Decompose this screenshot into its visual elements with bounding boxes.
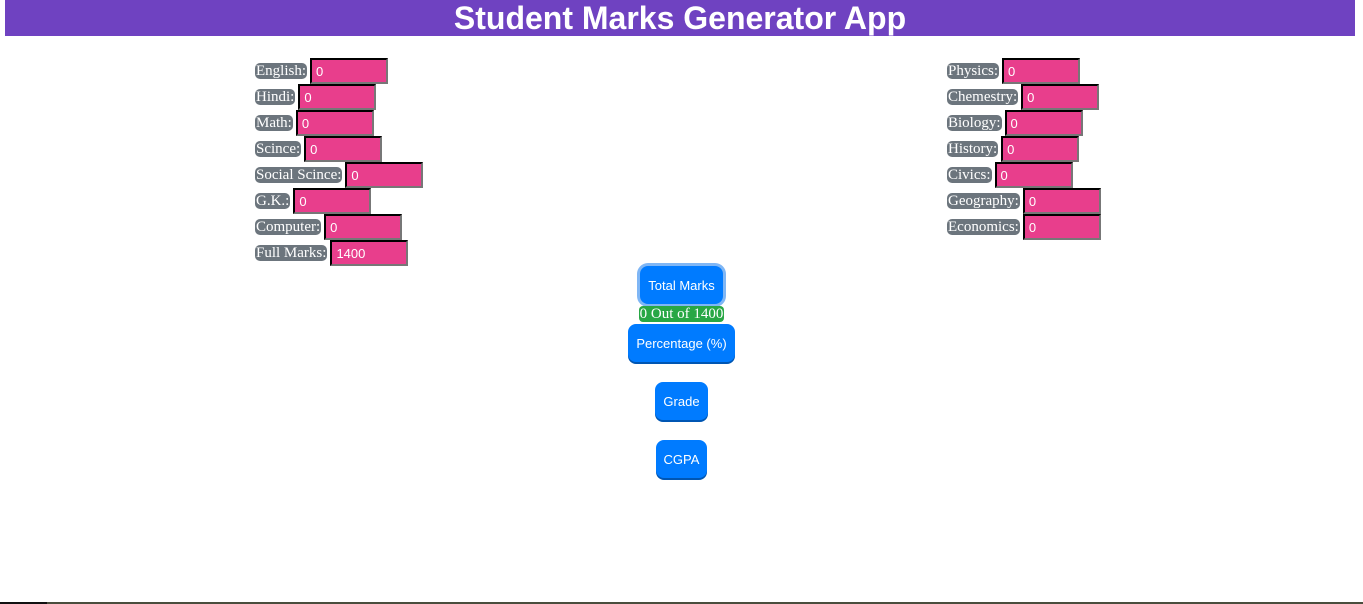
social-science-row: Social Scince: xyxy=(255,162,424,188)
percentage-button[interactable]: Percentage (%) xyxy=(628,324,735,362)
chemistry-row: Chemestry: xyxy=(947,84,1101,110)
cgpa-section: CGPA xyxy=(0,440,1363,478)
grade-section: Grade xyxy=(0,382,1363,420)
civics-label: Civics: xyxy=(947,167,992,183)
history-input[interactable] xyxy=(1001,136,1080,162)
hindi-label: Hindi: xyxy=(255,89,296,105)
economics-row: Economics: xyxy=(947,214,1101,240)
physics-label: Physics: xyxy=(947,63,1000,79)
english-row: English: xyxy=(255,58,423,84)
science-input[interactable] xyxy=(304,136,383,162)
hindi-input[interactable] xyxy=(298,84,377,110)
percentage-section: Percentage (%) xyxy=(0,324,1363,362)
science-row: Scince: xyxy=(255,136,423,162)
total-marks-button[interactable]: Total Marks xyxy=(640,266,723,304)
chemistry-input[interactable] xyxy=(1021,84,1100,110)
geography-row: Geography: xyxy=(947,188,1101,214)
math-row: Math: xyxy=(255,110,423,136)
hindi-row: Hindi: xyxy=(255,84,423,110)
computer-row: Computer: xyxy=(255,214,423,240)
math-input[interactable] xyxy=(295,110,374,136)
gk-input[interactable] xyxy=(293,188,372,214)
math-label: Math: xyxy=(255,115,293,131)
full-marks-label: Full Marks: xyxy=(255,245,328,261)
total-result: 0 Out of 1400 xyxy=(638,306,725,322)
cgpa-button[interactable]: CGPA xyxy=(655,440,708,478)
biology-input[interactable] xyxy=(1004,110,1083,136)
computer-label: Computer: xyxy=(255,219,322,235)
biology-label: Biology: xyxy=(947,115,1002,131)
taskbar-edge xyxy=(0,602,1363,604)
grade-button[interactable]: Grade xyxy=(655,382,708,420)
geography-input[interactable] xyxy=(1022,188,1101,214)
history-label: History: xyxy=(947,141,999,157)
gk-label: G.K.: xyxy=(255,193,291,209)
total-section: Total Marks 0 Out of 1400 xyxy=(0,266,1363,324)
app-header: Student Marks Generator App xyxy=(5,0,1355,36)
history-row: History: xyxy=(947,136,1101,162)
economics-input[interactable] xyxy=(1022,214,1101,240)
english-label: English: xyxy=(255,63,308,79)
full-marks-row: Full Marks: xyxy=(255,240,423,266)
chemistry-label: Chemestry: xyxy=(947,89,1019,105)
physics-input[interactable] xyxy=(1002,58,1081,84)
page-title: Student Marks Generator App xyxy=(453,0,907,36)
social-science-label: Social Scince: xyxy=(255,167,343,183)
gk-row: G.K.: xyxy=(255,188,423,214)
right-subjects-form: Physics: Chemestry: Biology: History: Ci… xyxy=(947,58,1101,240)
civics-row: Civics: xyxy=(947,162,1101,188)
left-subjects-form: English: Hindi: Math: Scince: Social Sci… xyxy=(255,58,424,266)
economics-label: Economics: xyxy=(947,219,1020,235)
english-input[interactable] xyxy=(310,58,389,84)
physics-row: Physics: xyxy=(947,58,1101,84)
taskbar-start xyxy=(0,602,47,604)
geography-label: Geography: xyxy=(947,193,1020,209)
full-marks-input[interactable] xyxy=(330,240,409,266)
biology-row: Biology: xyxy=(947,110,1101,136)
computer-input[interactable] xyxy=(324,214,403,240)
science-label: Scince: xyxy=(255,141,302,157)
social-science-input[interactable] xyxy=(345,162,424,188)
civics-input[interactable] xyxy=(994,162,1073,188)
